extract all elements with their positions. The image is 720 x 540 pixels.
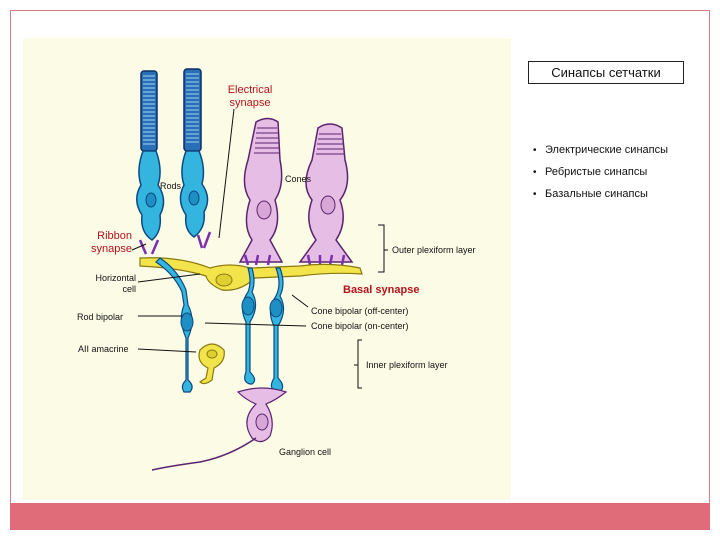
label-basal-synapse: Basal synapse <box>343 284 420 296</box>
aii-amacrine-nucleus <box>206 349 218 359</box>
slide-title: Синапсы сетчатки <box>528 61 684 84</box>
cone-nucleus-left <box>256 200 272 220</box>
rod-outer-segment-right <box>183 68 202 152</box>
label-horizontal-cell: Horizontal cell <box>95 273 136 294</box>
cone-cell-right <box>298 123 354 263</box>
list-item-label: Ребристые синапсы <box>545 166 648 178</box>
ganglion-axon <box>151 437 257 471</box>
label-cones: Cones <box>285 174 312 184</box>
leader-lines <box>131 108 388 389</box>
cone-bipolar-off-nucleus <box>241 296 255 316</box>
list-item-label: Базальные синапсы <box>545 188 648 200</box>
synapse-types-list: • Электрические синапсы • Ребристые синапс… <box>533 143 668 209</box>
list-item: • Базальные синапсы <box>533 187 668 209</box>
ribbon-synapse-marks <box>138 231 346 266</box>
bottom-bar <box>10 503 710 530</box>
cone-bipolar-on-nucleus <box>269 298 283 318</box>
rod-bipolar-nucleus <box>180 312 194 332</box>
rod-nucleus-right <box>188 190 200 206</box>
cone-nucleus-right <box>320 195 336 215</box>
label-aii-amacrine: AII amacrine <box>78 344 129 354</box>
list-item-label: Электрические синапсы <box>545 144 668 156</box>
label-ribbon-synapse: Ribbon synapse <box>91 230 132 255</box>
cone-cell-left <box>238 117 284 263</box>
label-cone-bipolar-on: Cone bipolar (on-center) <box>311 321 409 331</box>
bullet-icon: • <box>533 145 537 156</box>
label-ganglion-cell: Ganglion cell <box>279 447 332 457</box>
label-rod-bipolar: Rod bipolar <box>77 312 124 322</box>
label-outer-plexiform-layer: Outer plexiform layer <box>392 245 476 255</box>
rod-bipolar-cell <box>155 257 193 393</box>
cone-bipolar-on <box>269 267 285 393</box>
bullet-icon: • <box>533 167 537 178</box>
cone-bipolar-off <box>241 267 257 385</box>
label-cone-bipolar-off: Cone bipolar (off-center) <box>311 306 409 316</box>
label-rods: Rods <box>160 181 182 191</box>
ganglion-nucleus <box>255 413 269 431</box>
rod-nucleus-left <box>145 192 157 208</box>
horizontal-cell-nucleus <box>215 273 233 287</box>
label-inner-plexiform-layer: Inner plexiform layer <box>366 360 448 370</box>
label-electrical-synapse: Electrical synapse <box>227 84 273 109</box>
bullet-icon: • <box>533 189 537 200</box>
rod-outer-segment-left <box>140 70 158 152</box>
list-item: • Ребристые синапсы <box>533 165 668 187</box>
list-item: • Электрические синапсы <box>533 143 668 165</box>
aii-amacrine-cell <box>198 343 225 385</box>
